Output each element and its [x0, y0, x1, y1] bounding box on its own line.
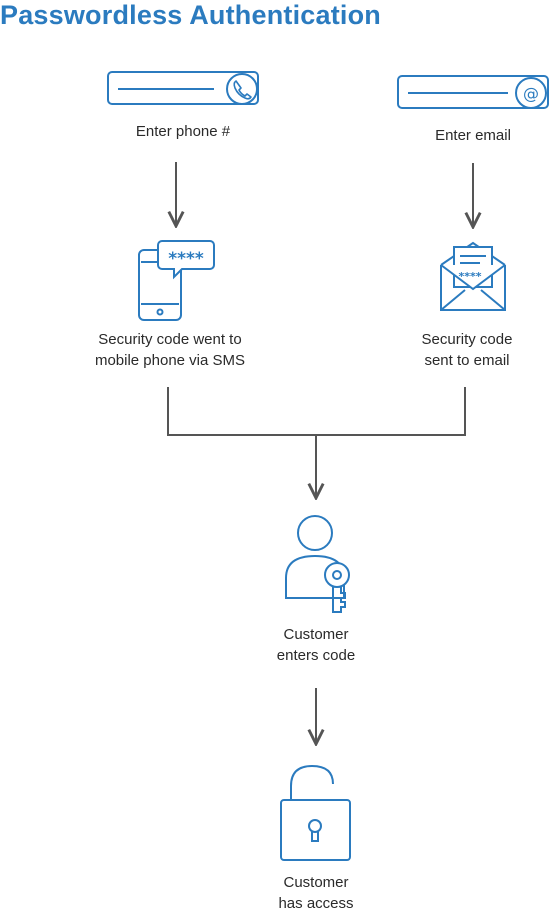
- label-has-access-line1: Customer: [283, 874, 349, 891]
- label-enters-code: Customer enters code: [240, 624, 392, 666]
- email-masked-code: ****: [458, 270, 481, 283]
- user-key-icon: [285, 515, 350, 613]
- sms-masked-code: ****: [168, 249, 204, 269]
- label-code-sms: Security code went to mobile phone via S…: [60, 329, 280, 371]
- envelope-icon: ****: [440, 241, 506, 311]
- label-code-sms-line1: Security code went to: [98, 331, 242, 348]
- label-code-email: Security code sent to email: [387, 329, 547, 371]
- flow-connectors: [167, 162, 473, 744]
- label-code-sms-line2: mobile phone via SMS: [94, 352, 246, 369]
- label-has-access: Customer has access: [240, 872, 392, 914]
- page-title: Passwordless Authentication: [0, 0, 381, 30]
- email-at-symbol: @: [523, 84, 539, 103]
- label-enters-code-line2: enters code: [276, 647, 356, 664]
- label-code-email-line1: Security code: [421, 331, 513, 348]
- label-enter-phone: Enter phone #: [135, 123, 231, 140]
- label-code-email-line2: sent to email: [424, 352, 510, 369]
- email-field-icon: @: [397, 75, 549, 109]
- merge-connector: [167, 387, 466, 436]
- label-has-access-line2: has access: [278, 895, 354, 912]
- unlocked-padlock-icon: [280, 764, 351, 861]
- phone-field-icon: [107, 71, 259, 105]
- label-enters-code-line1: Customer: [283, 626, 349, 643]
- sms-phone-icon: ****: [138, 240, 215, 321]
- label-enter-email: Enter email: [435, 127, 511, 144]
